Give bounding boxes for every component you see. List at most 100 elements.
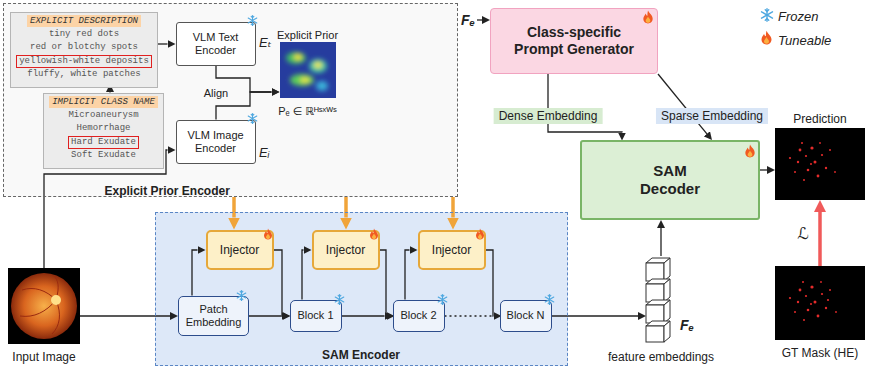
connector [344,197,348,218]
annotation-label: Align [204,87,228,99]
connector [451,197,455,218]
legend-text: Frozen [778,9,818,24]
annotation-label: Eₜ [259,35,272,50]
injector-box: Injector [312,230,380,270]
section-tag: IMPLICIT CLASS NAME [49,96,158,108]
connector [818,212,822,266]
tuneable-icon [264,11,772,240]
box-text: Injector [220,243,259,257]
box-text: Injector [432,243,471,257]
box-content: Patch Embedding [179,297,248,335]
input-arrow [477,19,482,20]
frozen-icon [237,9,772,305]
edge-label-wrap: Sparse Embedding [656,106,768,124]
box-text: Block 2 [400,309,436,322]
caption-wrap: Fₑ [680,316,710,334]
caption-text: Input Image [12,350,75,364]
connector [302,250,304,300]
box-content: IMPLICIT CLASS NAMEMicroaneurysmHemorrha… [44,94,163,168]
caption-text: SAM Encoder [322,348,400,362]
box-content: SAM Decoder [582,142,758,218]
fundus-image [8,268,80,344]
box-text: Block N [507,309,545,322]
box-text: SAM Decoder [630,162,710,198]
edge-label-wrap: ℒ [795,224,811,243]
block-box: Block 1 [290,300,342,332]
heatmap [280,42,336,98]
connector [405,250,410,300]
box-content: Block 1 [291,301,341,331]
list-item: Soft Exudate [68,149,139,163]
caption-text: Explicit Prior Encoder [105,184,230,198]
list-item: yellowish-white deposits [16,55,152,69]
encoder-box: VLM Image Encoder [176,120,256,164]
connector [232,197,236,218]
box-content: EXPLICIT DESCRIPTIONtiny red dotsred or … [11,13,157,87]
section-tag: EXPLICIT DESCRIPTION [27,15,141,27]
legend-entry: Frozen [778,7,818,25]
box-text: VLM Image Encoder [185,129,247,155]
list-item: tiny red dots [46,28,122,42]
image-box: Prediction [775,128,865,200]
text-list-box: IMPLICIT CLASS NAMEMicroaneurysmHemorrha… [43,93,164,169]
caption-wrap: Explicit Prior Encoder [105,181,345,199]
legend-entry: Tuneable [778,31,831,49]
connector [80,315,170,316]
list-item: Hard Exudate [68,136,139,150]
box-text: Injector [326,243,365,257]
label-wrap: Eᵢ [259,143,269,161]
encoder-box: VLM Text Encoder [176,22,256,66]
box-content: Block N [501,301,551,331]
box-content: Block 2 [394,301,444,331]
feature-cubes [646,258,670,342]
list-item: Microaneurysm [65,109,141,123]
list-item: Hemorrhage [73,122,133,136]
caption-text: feature embeddings [608,350,714,364]
caption-text: GT Mask (HE) [782,346,858,360]
caption-wrap: Input Image [0,347,88,365]
label-wrap: Eₜ [259,33,272,51]
list-item: red or blotchy spots [27,41,141,55]
text-list-box: EXPLICIT DESCRIPTIONtiny red dotsred or … [10,12,158,88]
label-wrap: Align [204,83,228,101]
box-content: VLM Image Encoder [177,121,255,163]
box-text: VLM Text Encoder [185,31,247,57]
block-box: Block N [500,300,552,332]
connector [445,315,500,316]
caption-wrap: Pₑ ∈ ℝᴴˢˣᵂˢ [260,101,356,119]
box-content: Class-specific Prompt Generator [491,9,657,73]
box-content: Injector [314,232,378,268]
image-box: Explicit PriorPₑ ∈ ℝᴴˢˣᵂˢ [280,42,336,98]
connector [552,315,639,316]
group-panel: Explicit Prior Encoder EXPLICIT DESCRIPTI… [3,3,458,197]
image-box: GT Mask (HE) [775,266,865,340]
edge-label: Sparse Embedding [656,108,768,124]
image-box: Input Image [8,268,80,344]
generator-box: Class-specific Prompt Generator [490,8,658,74]
caption-text: Explicit Prior [277,29,338,41]
list-item: fluffy, white patches [24,68,143,82]
connector [192,250,198,296]
box-text: Class-specific Prompt Generator [504,24,644,58]
encoder-panel [155,212,568,366]
connector [380,250,387,316]
label-wrap: Fₑ [461,11,475,29]
caption-wrap: SAM Encoder [155,345,568,363]
injector-box: Injector [206,230,274,270]
box-content: VLM Text Encoder [177,23,255,65]
connector [760,169,767,170]
connector [158,43,168,44]
decoder-box: SAM Decoder [580,140,760,220]
ground-truth-mask [775,266,865,340]
injector-box: Injector [418,230,486,270]
connector [342,315,385,316]
image-box: Fₑfeature embeddings [646,256,676,342]
connector [249,315,282,316]
edge-label-wrap: Dense Embedding [494,106,603,124]
caption-text: Prediction [793,112,846,126]
encoder-panel [3,3,458,197]
edge-label: ℒ [795,224,811,243]
connector [660,228,661,256]
block-box: Block 2 [393,300,445,332]
edge-label: Dense Embedding [494,108,603,124]
